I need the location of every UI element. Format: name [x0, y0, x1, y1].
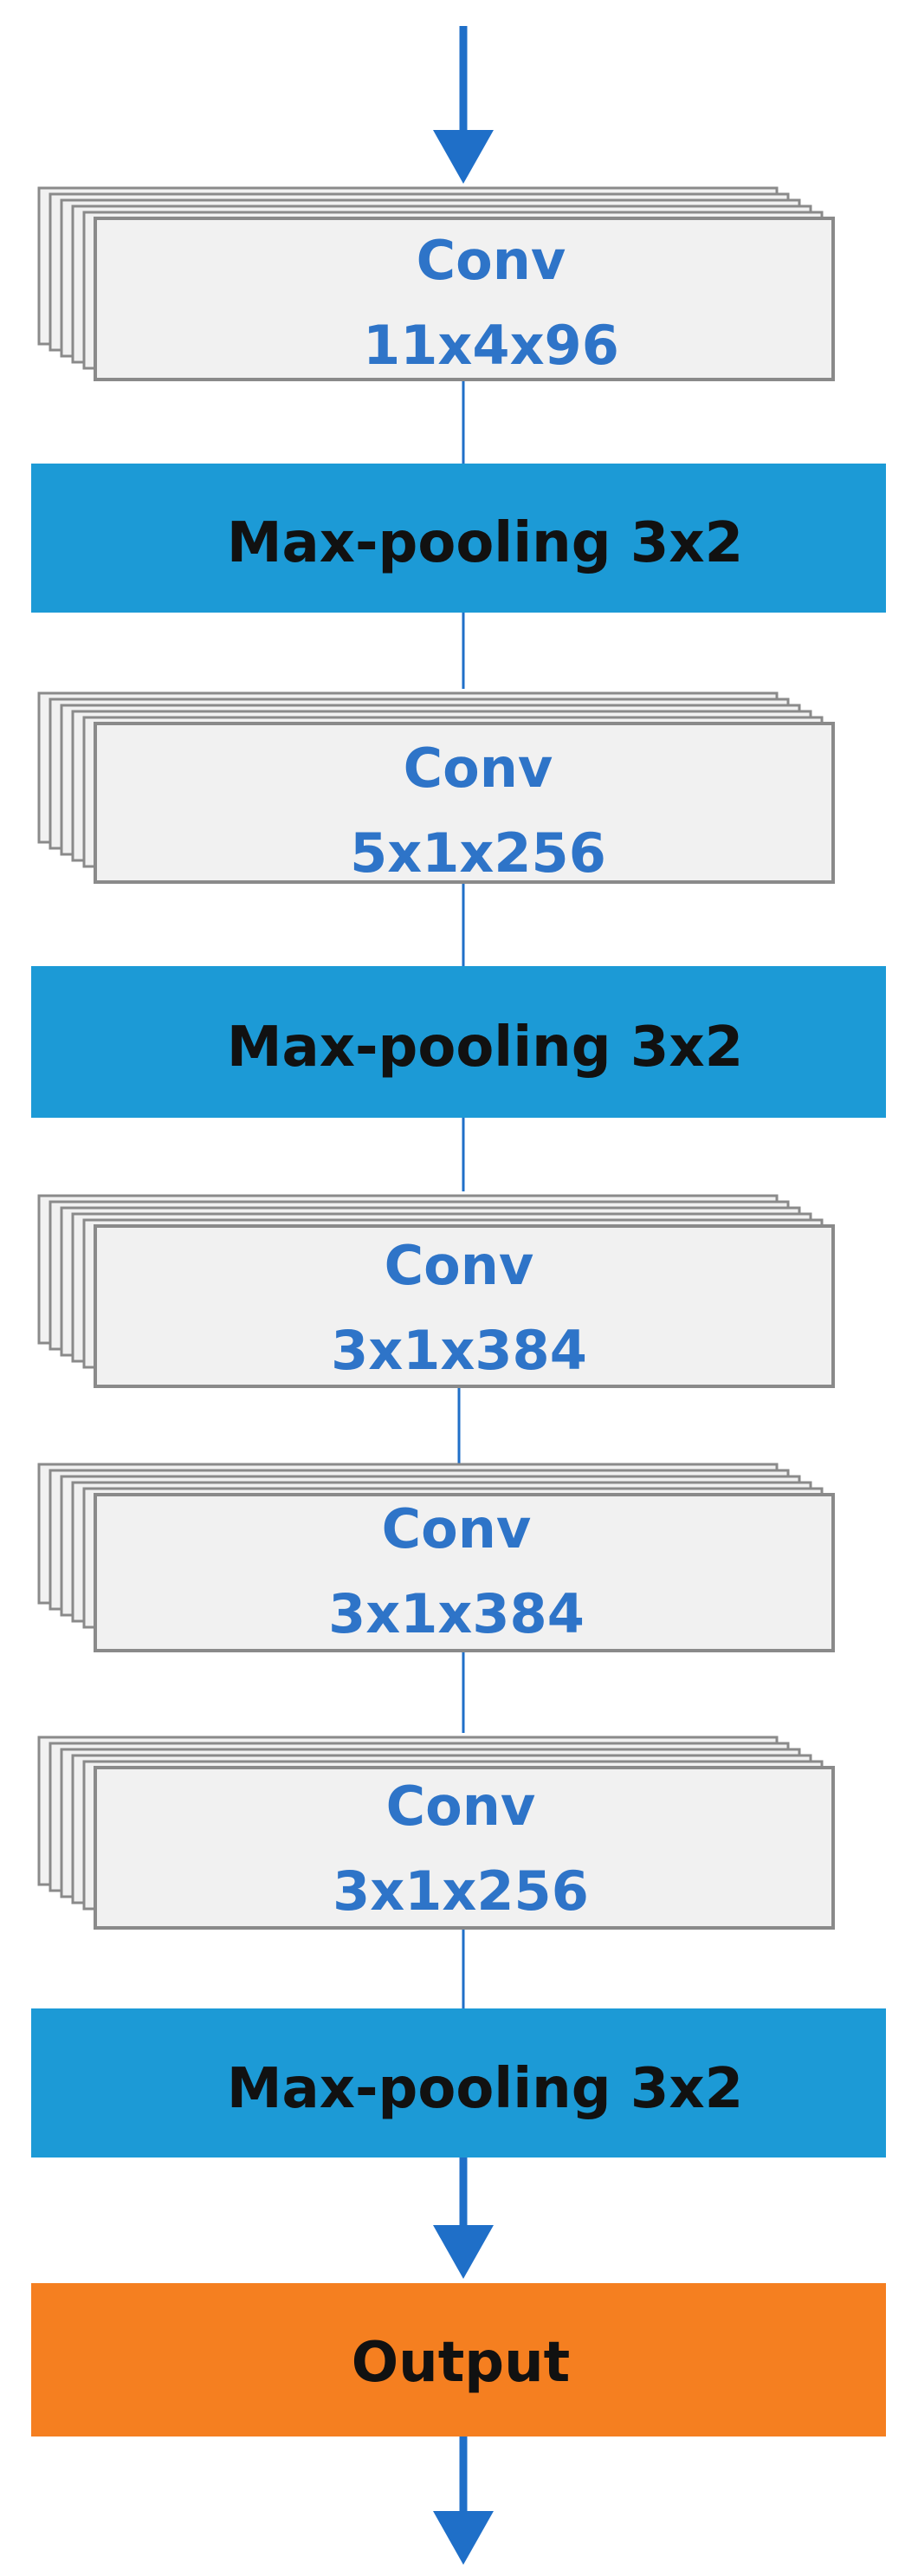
- conv-layer-name: Conv: [417, 229, 566, 292]
- conv-layer-1: Conv 11x4x96: [37, 186, 835, 381]
- conv-layer-size: 5x1x256: [350, 821, 606, 885]
- max-pooling-band: [31, 464, 886, 613]
- conv-layer-name: Conv: [404, 736, 553, 800]
- max-pooling-band: [31, 2008, 886, 2157]
- feature-map-stack: [37, 691, 835, 884]
- max-pooling-layer-2: Max-pooling 3x2: [31, 966, 886, 1118]
- conv-layer-name: Conv: [382, 1497, 532, 1561]
- conv-layer-5: Conv 3x1x256: [37, 1736, 835, 1930]
- conv-layer-size: 3x1x384: [331, 1319, 587, 1382]
- conv-layer-4: Conv 3x1x384: [37, 1463, 835, 1652]
- conv-layer-2: Conv 5x1x256: [37, 691, 835, 885]
- input-arrow: [433, 26, 494, 184]
- conv-layer-size: 3x1x256: [333, 1859, 589, 1923]
- output-arrow: [433, 2436, 494, 2565]
- max-pooling-band: [31, 966, 886, 1118]
- feature-map-stack: [37, 1736, 835, 1930]
- output-band: [31, 2283, 886, 2436]
- max-pooling-label: Max-pooling 3x2: [227, 1015, 743, 1080]
- output-layer: Output: [31, 2283, 886, 2436]
- connectors: [457, 380, 465, 2008]
- feature-map-stack: [37, 186, 835, 381]
- max-pooling-label: Max-pooling 3x2: [227, 511, 743, 575]
- max-pooling-layer-1: Max-pooling 3x2: [31, 464, 886, 613]
- conv-layer-name: Conv: [385, 1234, 534, 1297]
- max-pooling-layer-3: Max-pooling 3x2: [31, 2008, 886, 2157]
- pool-to-output-arrow: [433, 2157, 494, 2279]
- conv-layer-size: 11x4x96: [363, 314, 619, 377]
- conv-layer-size: 3x1x384: [328, 1582, 585, 1645]
- max-pooling-label: Max-pooling 3x2: [227, 2057, 743, 2121]
- conv-layer-name: Conv: [386, 1775, 536, 1838]
- conv-layer-3: Conv 3x1x384: [37, 1194, 835, 1388]
- feature-map-stack: [37, 1194, 835, 1388]
- output-label: Output: [352, 2331, 571, 2395]
- feature-map-stack: [37, 1463, 835, 1652]
